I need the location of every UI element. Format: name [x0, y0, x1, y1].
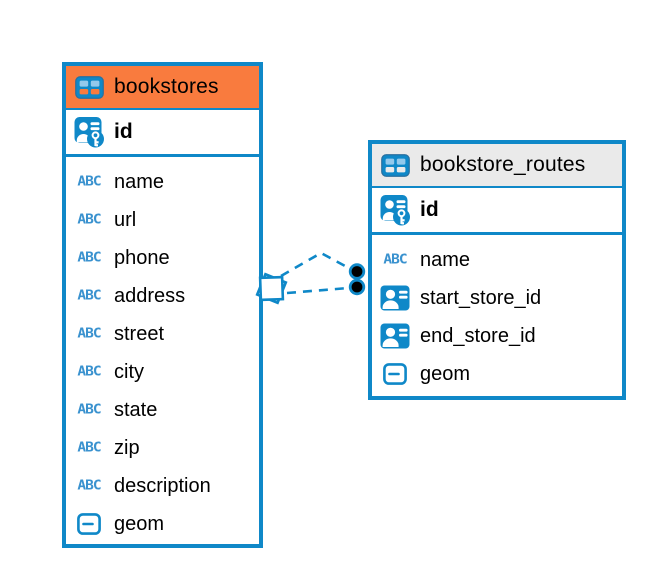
column-name: zip	[114, 436, 140, 459]
text-type-label: ABC	[383, 252, 407, 268]
column-name: street	[114, 322, 165, 345]
text-type-icon: ABC	[379, 252, 411, 268]
column-name: description	[114, 474, 211, 497]
column-name: address	[114, 284, 186, 307]
column-row: ABC name	[372, 241, 622, 279]
table-title: bookstores	[114, 75, 219, 98]
text-type-icon: ABC	[73, 364, 105, 380]
dot-marker	[348, 278, 366, 296]
column-row: ABC address	[66, 277, 259, 315]
column-name: id	[114, 120, 133, 143]
table-icon	[73, 75, 105, 99]
text-type-icon: ABC	[73, 212, 105, 228]
column-name: end_store_id	[420, 324, 536, 347]
column-name: geom	[114, 512, 165, 535]
dot-marker	[348, 263, 366, 280]
text-type-icon: ABC	[73, 174, 105, 190]
column-name: city	[114, 360, 144, 383]
primary-key-icon	[379, 194, 411, 226]
column-name: state	[114, 398, 158, 421]
geometry-type-icon	[379, 363, 411, 385]
column-row: start_store_id	[372, 279, 622, 317]
text-type-label: ABC	[77, 478, 101, 494]
primary-key-row: id	[66, 110, 259, 157]
text-type-label: ABC	[77, 326, 101, 342]
table-title: bookstore_routes	[420, 153, 586, 176]
column-name: phone	[114, 246, 170, 269]
column-row: ABC phone	[66, 239, 259, 277]
column-row: ABC city	[66, 353, 259, 391]
table-bookstore-routes[interactable]: bookstore_routes id ABC name	[368, 140, 626, 400]
column-row: ABC state	[66, 391, 259, 429]
text-type-icon: ABC	[73, 402, 105, 418]
text-type-label: ABC	[77, 440, 101, 456]
text-type-icon: ABC	[73, 250, 105, 266]
column-row: ABC street	[66, 315, 259, 353]
reference-type-icon	[379, 285, 411, 311]
column-name: id	[420, 198, 439, 221]
text-type-label: ABC	[77, 174, 101, 190]
column-list: ABC name ABC url ABC phone ABC address	[66, 157, 259, 543]
table-header-bookstore-routes[interactable]: bookstore_routes	[372, 144, 622, 188]
primary-key-row: id	[372, 188, 622, 235]
text-type-icon: ABC	[73, 326, 105, 342]
relationship-line-lower	[286, 286, 349, 295]
column-name: url	[114, 208, 137, 231]
text-type-label: ABC	[77, 250, 101, 266]
column-name: name	[114, 170, 165, 193]
text-type-label: ABC	[77, 402, 101, 418]
text-type-icon: ABC	[73, 288, 105, 304]
column-name: name	[420, 248, 471, 271]
text-type-label: ABC	[77, 364, 101, 380]
text-type-label: ABC	[77, 212, 101, 228]
table-icon	[379, 153, 411, 177]
table-header-bookstores[interactable]: bookstores	[66, 66, 259, 110]
column-row: ABC name	[66, 163, 259, 201]
reference-type-icon	[379, 323, 411, 349]
column-row: ABC url	[66, 201, 259, 239]
text-type-icon: ABC	[73, 440, 105, 456]
relationship-line-upper	[280, 251, 353, 278]
column-name: start_store_id	[420, 286, 542, 309]
text-type-label: ABC	[77, 288, 101, 304]
column-row: ABC zip	[66, 429, 259, 467]
column-name: geom	[420, 362, 471, 385]
column-row: geom	[66, 505, 259, 543]
geometry-type-icon	[73, 513, 105, 535]
relationship-bookstores-to-routes[interactable]	[255, 251, 366, 305]
column-list: ABC name start_store_id end_store	[372, 235, 622, 393]
primary-key-icon	[73, 116, 105, 148]
text-type-icon: ABC	[73, 478, 105, 494]
column-row: ABC description	[66, 467, 259, 505]
column-row: geom	[372, 355, 622, 393]
column-row: end_store_id	[372, 317, 622, 355]
table-bookstores[interactable]: bookstores id ABC name ABC	[62, 62, 263, 548]
